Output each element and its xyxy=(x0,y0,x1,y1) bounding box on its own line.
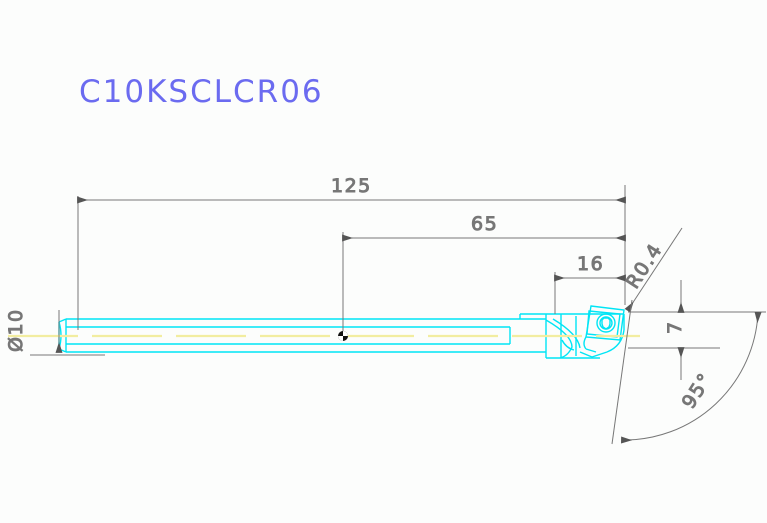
dimension-lines: 125 65 16 Ø10 R0.4 xyxy=(5,175,766,445)
dimension-7-label: 7 xyxy=(664,320,686,334)
dimension-16 xyxy=(554,272,626,314)
dimension-95-degree-label: 95° xyxy=(678,369,717,413)
dimension-diameter-label: Ø10 xyxy=(5,308,27,352)
chip-breaker-detail xyxy=(561,339,575,351)
dimension-diameter xyxy=(30,310,105,356)
dimension-radius-label: R0.4 xyxy=(622,239,667,292)
insert-screw xyxy=(596,313,616,333)
dimension-radius-leader xyxy=(624,227,683,313)
dimension-125 xyxy=(77,185,626,330)
dimension-65 xyxy=(342,232,626,334)
dimension-65-label: 65 xyxy=(471,213,498,235)
dimension-95-degree xyxy=(611,299,762,445)
dimension-7 xyxy=(628,280,766,380)
drawing-title: C10KSCLCR06 xyxy=(79,74,324,110)
shank-step xyxy=(519,313,546,319)
dimension-16-label: 16 xyxy=(577,253,604,275)
dimension-125-label: 125 xyxy=(331,175,372,197)
center-hole-marker xyxy=(338,331,348,341)
shank-inner-lines xyxy=(66,326,511,345)
